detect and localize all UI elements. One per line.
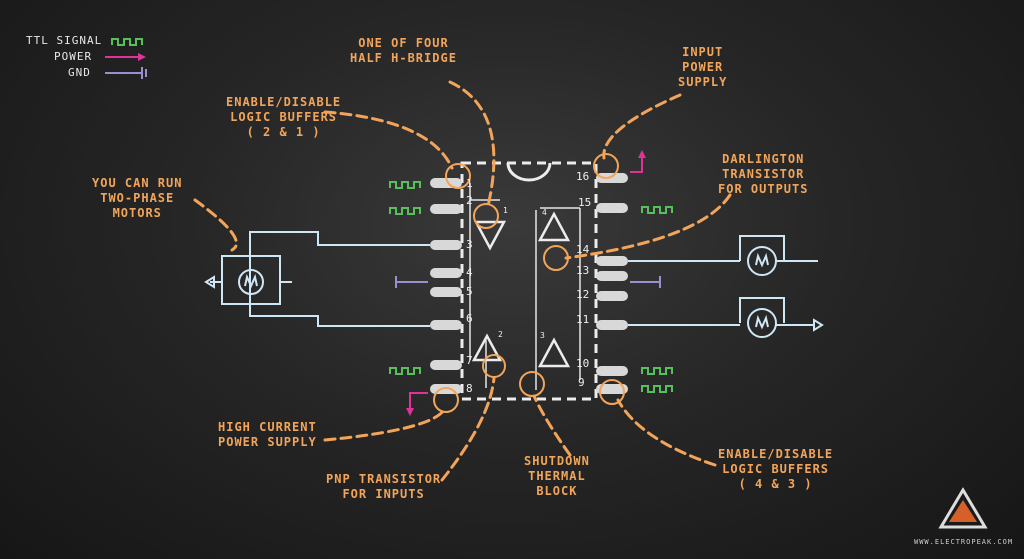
buffer-number: 4 bbox=[542, 208, 547, 217]
right-pins bbox=[596, 173, 628, 394]
label-enable-12: ENABLE/DISABLE LOGIC BUFFERS ( 2 & 1 ) bbox=[226, 95, 342, 139]
label-enable-43: ENABLE/DISABLE LOGIC BUFFERS ( 4 & 3 ) bbox=[718, 447, 834, 491]
internal-wiring bbox=[469, 183, 581, 390]
buffer-number: 1 bbox=[503, 206, 508, 215]
ttl-legend-symbol bbox=[111, 38, 143, 46]
pin-number: 2 bbox=[466, 194, 473, 207]
legend-gnd-label: GND bbox=[68, 66, 91, 79]
pin-number: 12 bbox=[576, 288, 590, 301]
label-input-power: INPUT POWER SUPPLY bbox=[678, 45, 728, 89]
leader-lines bbox=[193, 80, 732, 482]
buffer-number: 3 bbox=[540, 331, 545, 340]
pin-number: 4 bbox=[466, 266, 473, 279]
gnd-symbols bbox=[395, 276, 661, 288]
label-pnp: PNP TRANSISTOR FOR INPUTS bbox=[326, 472, 442, 501]
pin-number: 5 bbox=[466, 285, 473, 298]
pin-number: 16 bbox=[576, 170, 590, 183]
legend-power-label: POWER bbox=[54, 50, 93, 63]
pin-number: 11 bbox=[576, 313, 590, 326]
label-two-phase: YOU CAN RUN TWO-PHASE MOTORS bbox=[92, 176, 183, 220]
highlight-circles bbox=[433, 153, 625, 413]
label-shutdown: SHUTDOWN THERMAL BLOCK bbox=[524, 454, 590, 498]
pin-number: 15 bbox=[578, 196, 592, 209]
label-darlington: DARLINGTON TRANSISTOR FOR OUTPUTS bbox=[718, 152, 809, 196]
pin-number: 14 bbox=[576, 243, 590, 256]
ic-package bbox=[460, 161, 598, 401]
right-motor-circuit bbox=[628, 235, 818, 338]
pin-number: 1 bbox=[466, 177, 473, 190]
ttl-signals bbox=[389, 181, 673, 393]
left-motor-circuit bbox=[210, 231, 430, 327]
power-arrows bbox=[409, 156, 643, 410]
label-high-current: HIGH CURRENT POWER SUPPLY bbox=[218, 420, 317, 449]
label-half-bridge: ONE OF FOUR HALF H-BRIDGE bbox=[350, 36, 457, 65]
pin-number: 8 bbox=[466, 382, 473, 395]
pin-number: 7 bbox=[466, 354, 473, 367]
brand-url: WWW.ELECTROPEAK.COM bbox=[914, 538, 1014, 546]
left-pins bbox=[430, 178, 462, 394]
pin-number: 3 bbox=[466, 238, 473, 251]
pin-number: 13 bbox=[576, 264, 590, 277]
pin-number: 9 bbox=[578, 376, 585, 389]
legend-ttl-label: TTL SIGNAL bbox=[26, 34, 103, 47]
brand-logo bbox=[938, 487, 988, 529]
pin-number: 10 bbox=[576, 357, 590, 370]
buffer-number: 2 bbox=[498, 330, 503, 339]
pin-number: 6 bbox=[466, 312, 473, 325]
logic-buffers bbox=[471, 211, 571, 368]
